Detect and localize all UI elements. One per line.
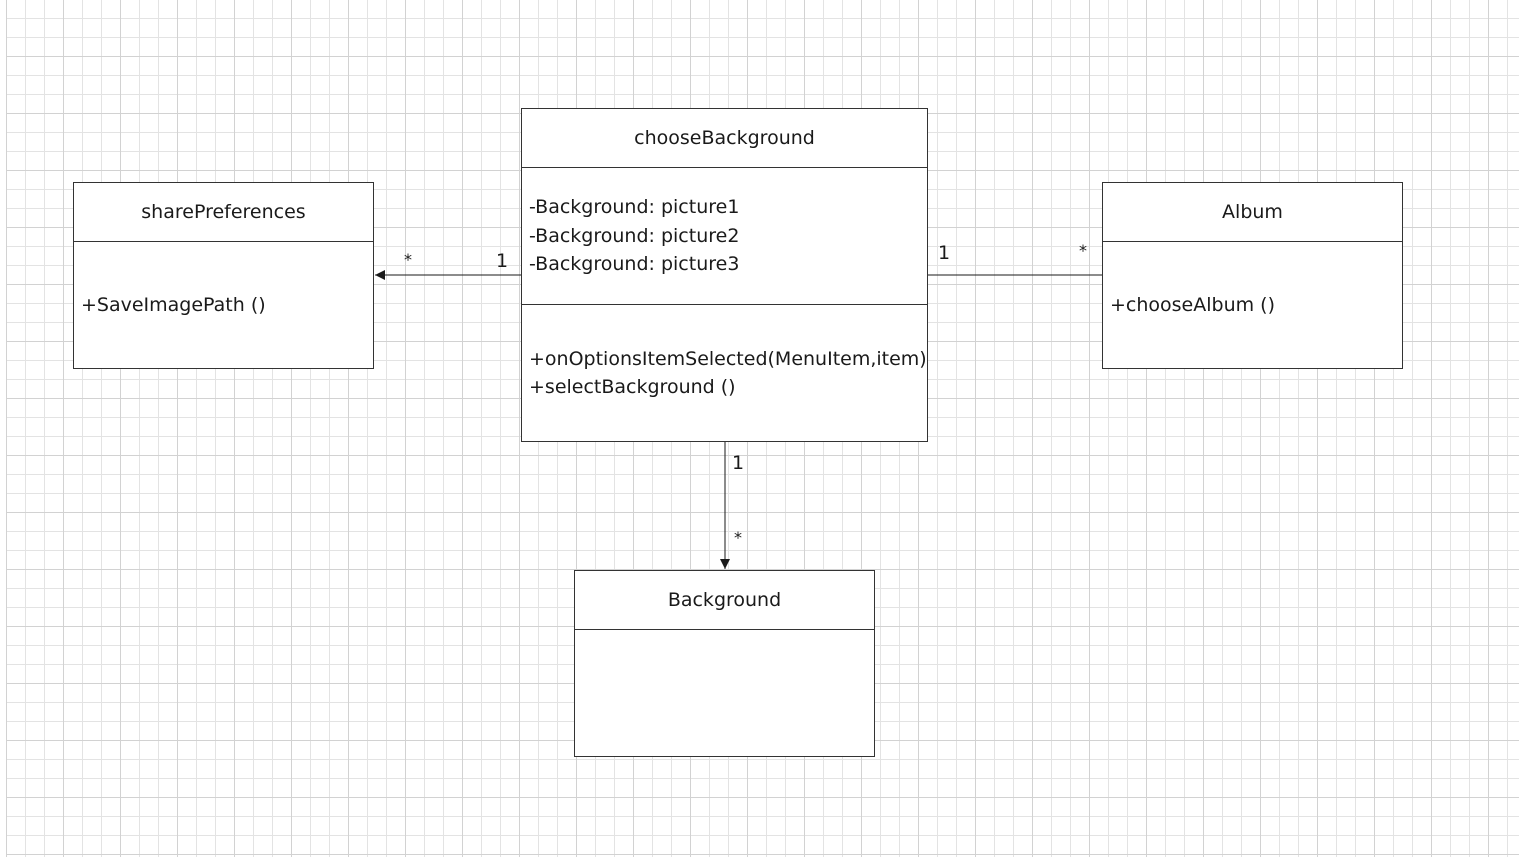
multiplicity-label: * xyxy=(404,250,412,269)
class-operations: +SaveImagePath () xyxy=(74,242,373,368)
class-background[interactable]: Background xyxy=(574,570,875,757)
operation: +onOptionsItemSelected(MenuItem,item) xyxy=(529,347,927,370)
attribute: -Background: picture3 xyxy=(529,253,740,276)
multiplicity-label: 1 xyxy=(732,452,745,474)
class-name: Album xyxy=(1103,183,1402,242)
multiplicity-label: 1 xyxy=(496,250,509,272)
class-album[interactable]: Album +chooseAlbum () xyxy=(1102,182,1403,369)
class-operations: +onOptionsItemSelected(MenuItem,item) +s… xyxy=(522,305,927,441)
class-name: Background xyxy=(575,571,874,630)
attribute: -Background: picture2 xyxy=(529,224,740,247)
multiplicity-label: * xyxy=(734,528,742,547)
multiplicity-label: 1 xyxy=(938,242,951,264)
class-operations: +chooseAlbum () xyxy=(1103,242,1402,368)
class-attributes: -Background: picture1 -Background: pictu… xyxy=(522,168,927,305)
attribute: -Background: picture1 xyxy=(529,196,740,219)
multiplicity-label: * xyxy=(1079,241,1087,260)
operation: +SaveImagePath () xyxy=(81,293,266,316)
operation: +chooseAlbum () xyxy=(1110,293,1275,316)
class-name: sharePreferences xyxy=(74,183,373,242)
class-share-preferences[interactable]: sharePreferences +SaveImagePath () xyxy=(73,182,374,369)
class-body-empty xyxy=(575,630,874,756)
operation: +selectBackground () xyxy=(529,376,736,398)
class-name: chooseBackground xyxy=(522,109,927,168)
class-choose-background[interactable]: chooseBackground -Background: picture1 -… xyxy=(521,108,928,442)
